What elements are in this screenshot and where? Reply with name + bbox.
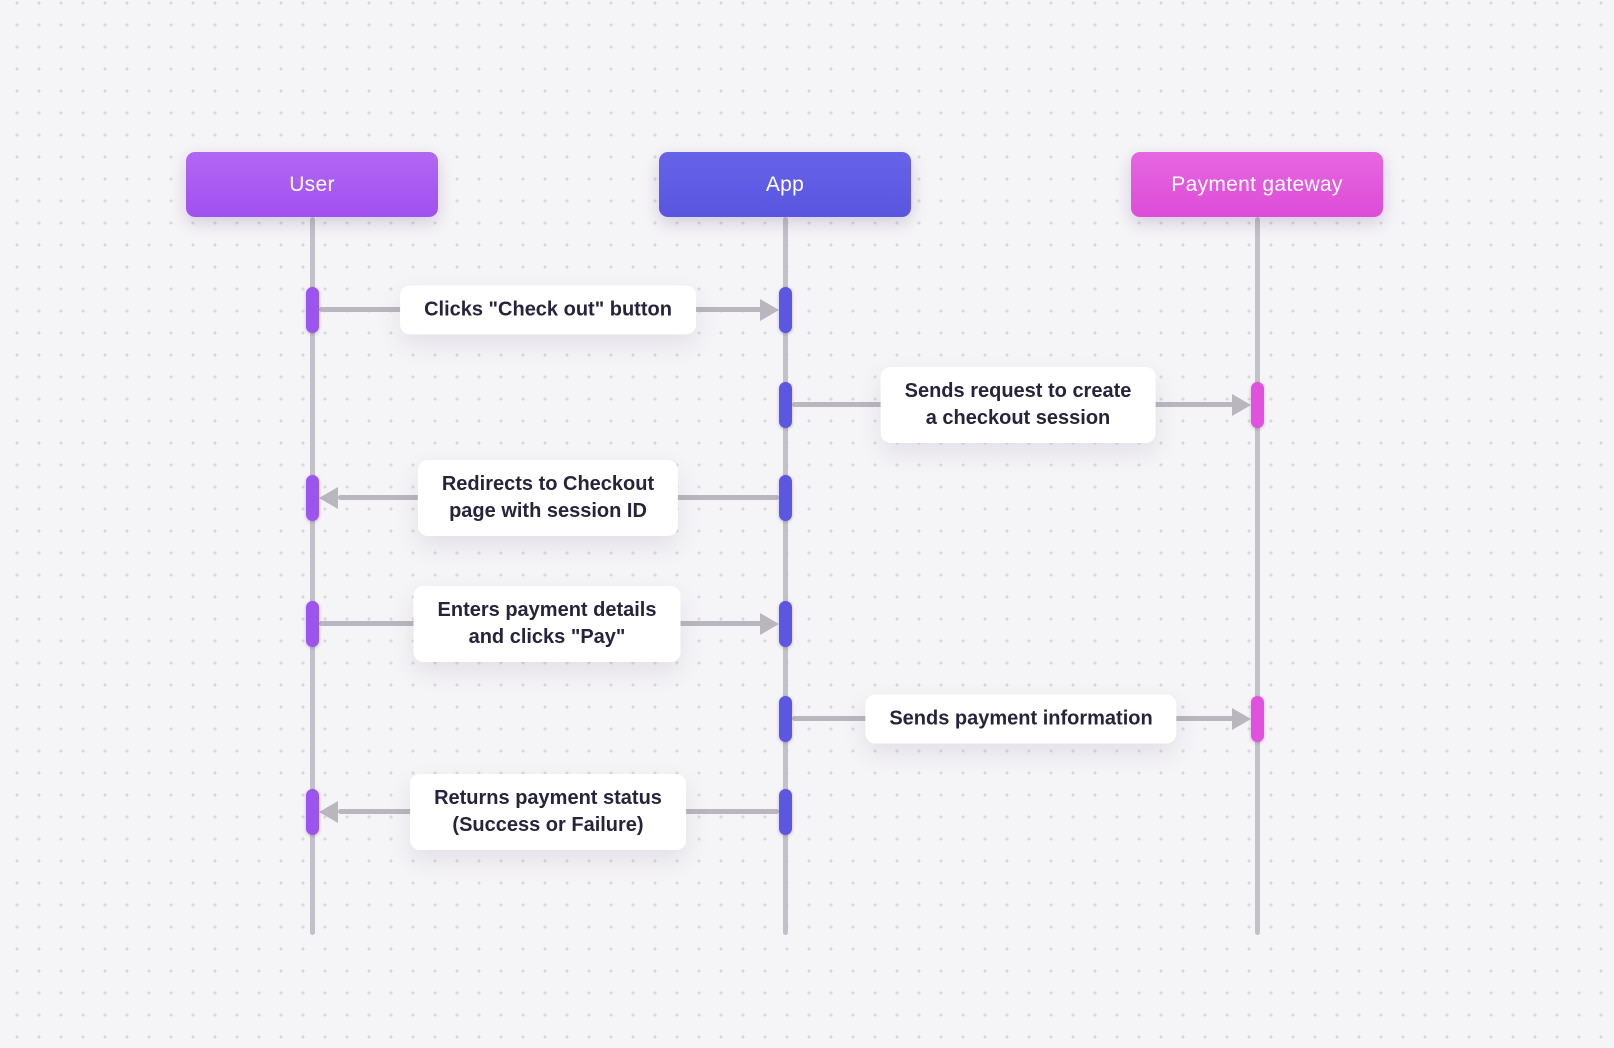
activation-gateway-msg5 [1251, 696, 1264, 742]
arrowhead-msg2 [1232, 394, 1251, 416]
actor-label-app: App [765, 172, 805, 196]
lifeline-user [310, 217, 315, 935]
actor-label-user: User [289, 172, 335, 196]
message-label-2[interactable]: Sends request to create a checkout sessi… [880, 367, 1156, 443]
arrowhead-msg5 [1232, 708, 1251, 730]
activation-app-msg2 [779, 382, 792, 428]
activation-app-msg5 [779, 696, 792, 742]
activation-user-msg1 [306, 287, 319, 333]
arrowhead-msg4 [760, 613, 779, 635]
lifeline-app [783, 217, 788, 935]
message-label-1[interactable]: Clicks "Check out" button [400, 285, 696, 335]
activation-gateway-msg2 [1251, 382, 1264, 428]
activation-app-msg3 [779, 475, 792, 521]
message-text-3: Redirects to Checkout page with session … [441, 473, 655, 522]
message-label-5[interactable]: Sends payment information [865, 694, 1177, 744]
actor-box-user[interactable]: User [186, 152, 438, 217]
message-label-6[interactable]: Returns payment status (Success or Failu… [410, 774, 686, 850]
message-text-4: Enters payment details and clicks "Pay" [437, 599, 657, 648]
arrowhead-msg1 [760, 299, 779, 321]
activation-app-msg1 [779, 287, 792, 333]
message-text-2: Sends request to create a checkout sessi… [904, 380, 1132, 429]
activation-user-msg4 [306, 601, 319, 647]
actor-label-payment-gateway: Payment gateway [1171, 172, 1343, 196]
activation-app-msg6 [779, 789, 792, 835]
actor-box-app[interactable]: App [659, 152, 911, 217]
lifeline-gateway [1255, 217, 1260, 935]
message-text-6: Returns payment status (Success or Failu… [434, 787, 662, 836]
activation-user-msg6 [306, 789, 319, 835]
message-text-1: Clicks "Check out" button [424, 298, 672, 321]
message-label-4[interactable]: Enters payment details and clicks "Pay" [413, 586, 681, 662]
arrowhead-msg3 [319, 487, 338, 509]
message-label-3[interactable]: Redirects to Checkout page with session … [417, 460, 679, 536]
activation-user-msg3 [306, 475, 319, 521]
activation-app-msg4 [779, 601, 792, 647]
actor-box-payment-gateway[interactable]: Payment gateway [1131, 152, 1383, 217]
arrowhead-msg6 [319, 801, 338, 823]
message-text-5: Sends payment information [889, 707, 1153, 730]
